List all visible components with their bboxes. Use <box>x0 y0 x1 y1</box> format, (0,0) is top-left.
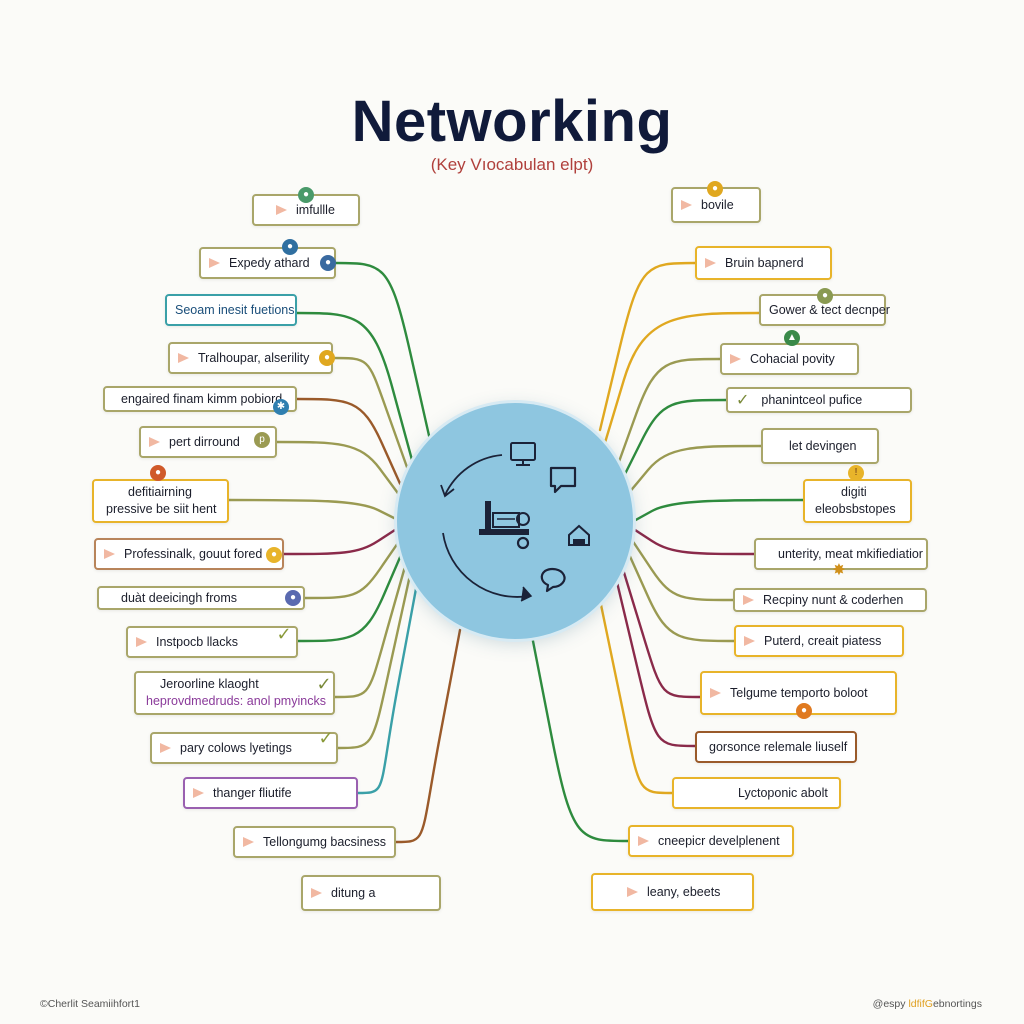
vocab-node-left[interactable]: Tellongumg bacsiness <box>233 826 396 858</box>
gear-icon <box>516 536 530 550</box>
vocab-node-left[interactable]: defitiairning pressive be siit hent <box>92 479 229 523</box>
bullet-arrow-icon <box>160 743 171 753</box>
vocab-node-right[interactable]: Cohacial povity <box>720 343 859 375</box>
bullet-arrow-icon <box>681 200 692 210</box>
bullet-arrow-icon <box>710 688 721 698</box>
connector-line <box>626 550 736 643</box>
lock-badge-icon: ● <box>707 181 723 197</box>
sun-badge-icon: ● <box>319 350 335 366</box>
vocab-node-left[interactable]: thanger fliutife <box>183 777 358 809</box>
vocab-node-right[interactable]: unterity, meat mkifiediatior <box>754 538 928 570</box>
vocab-node-right[interactable]: ✓phanintceol pufice <box>726 387 912 413</box>
leaf-badge-icon: ▲ <box>784 330 800 346</box>
connector-line <box>331 356 410 472</box>
link-badge-icon: ● <box>817 288 833 304</box>
bullet-arrow-icon <box>178 353 189 363</box>
check-icon: ✓ <box>736 392 750 409</box>
bullet-arrow-icon <box>311 888 322 898</box>
vocab-node-right[interactable]: leany, ebeets <box>591 873 754 911</box>
vocab-node-left[interactable]: Seoam inesit fuetions <box>165 294 297 326</box>
user-badge-icon: ● <box>282 239 298 255</box>
footer-credit: ©Cherlit Seamiihfort1 <box>40 998 140 1010</box>
bullet-arrow-icon <box>209 258 220 268</box>
bullet-arrow-icon <box>744 636 755 646</box>
vocab-node-right[interactable]: Recpiny nunt & coderhen <box>733 588 927 612</box>
connector-line <box>275 440 402 498</box>
vocab-node-left[interactable]: Tralhoupar, alserility <box>168 342 333 374</box>
connector-line <box>227 498 400 522</box>
connector-line <box>295 311 414 462</box>
bullet-arrow-icon <box>627 887 638 897</box>
check-badge-icon: ✓ <box>318 728 334 748</box>
connector-line <box>282 526 400 556</box>
warning-badge-icon: ! <box>848 465 864 481</box>
vocab-node-left[interactable]: pary colows lyetings <box>150 732 338 764</box>
connector-line <box>630 498 805 524</box>
bullet-arrow-icon <box>638 836 649 846</box>
bullet-arrow-icon <box>705 258 716 268</box>
connector-line <box>602 311 761 448</box>
check-badge-icon: ✓ <box>276 624 292 644</box>
bullet-arrow-icon <box>730 354 741 364</box>
chat-bubble-icon <box>549 466 577 494</box>
bullet-arrow-icon <box>104 549 115 559</box>
user-badge-icon: ● <box>298 187 314 203</box>
connector-line <box>394 628 462 844</box>
vocab-node-right[interactable]: Lyctoponic abolt <box>672 777 841 809</box>
vocab-node-right[interactable]: cneepicr develplenent <box>628 825 794 857</box>
diagram-subtitle: (Key Vıocabulan elpt) <box>430 155 594 174</box>
vocab-node-left[interactable]: Expedy athard <box>199 247 336 279</box>
bullet-arrow-icon <box>149 437 160 447</box>
cycle-arrow-head-top <box>440 484 455 498</box>
connector-line <box>630 538 735 602</box>
vocab-node-right[interactable]: Gower & tect decnper <box>759 294 890 326</box>
bullet-arrow-icon <box>243 837 254 847</box>
cycle-arrow-bottom <box>442 532 530 598</box>
coin-badge-icon: ● <box>266 547 282 563</box>
connector-line <box>630 526 756 556</box>
speech-bubble-icon <box>540 567 566 593</box>
connector-line <box>626 444 763 496</box>
vocab-node-right[interactable]: let devingen <box>761 428 879 464</box>
vocab-node-left[interactable]: engaired finam kimm pobiord <box>103 386 297 412</box>
globe-badge-icon: ● <box>285 590 301 606</box>
vocab-node-right[interactable]: gorsonce relemale liuself <box>695 731 857 763</box>
vocab-node-right[interactable]: Bruin bapnerd <box>695 246 832 280</box>
connector-line <box>598 598 674 795</box>
bullet-arrow-icon <box>743 595 754 605</box>
connector-line <box>598 261 697 432</box>
connector-line <box>614 576 697 748</box>
vocab-node-left[interactable]: Instpocb llacks <box>126 626 298 658</box>
gear-badge-icon: ● <box>796 703 812 719</box>
vocab-node-right[interactable]: digiti eleobsbstopes <box>803 479 912 523</box>
badge-icon: p <box>254 432 270 448</box>
vocab-node-right[interactable]: Puterd, creait piatess <box>734 625 904 657</box>
monitor-icon <box>510 442 536 466</box>
house-icon <box>568 524 590 546</box>
star-badge-icon: ✸ <box>832 562 846 579</box>
bullet-arrow-icon <box>136 637 147 647</box>
cycle-arrow-top <box>444 454 503 496</box>
vocab-node-left[interactable]: Jeroorline klaoght heprovdmedruds: anol … <box>134 671 335 715</box>
cycle-arrow-head-bottom <box>520 586 533 602</box>
connector-line <box>530 634 630 843</box>
vocab-node-left[interactable]: duàt deeicingh froms <box>97 586 305 610</box>
vocab-node-left[interactable]: Professinalk, gouut fored <box>94 538 284 570</box>
check-badge-icon: ✓ <box>316 674 332 694</box>
bullet-arrow-icon <box>276 205 287 215</box>
footer-watermark: @espy ldfifGebnortings <box>872 998 982 1010</box>
machine-icon <box>479 501 530 535</box>
networking-hub <box>397 403 633 639</box>
flame-badge-icon: ● <box>150 465 166 481</box>
gear-badge-icon: ✱ <box>273 399 289 415</box>
connector-line <box>620 564 702 699</box>
connector-line <box>334 261 432 442</box>
diagram-title: Networking <box>351 89 673 154</box>
vocab-node-left[interactable]: ditung a <box>301 875 441 911</box>
bullet-arrow-icon <box>193 788 204 798</box>
person-badge-icon: ● <box>320 255 336 271</box>
